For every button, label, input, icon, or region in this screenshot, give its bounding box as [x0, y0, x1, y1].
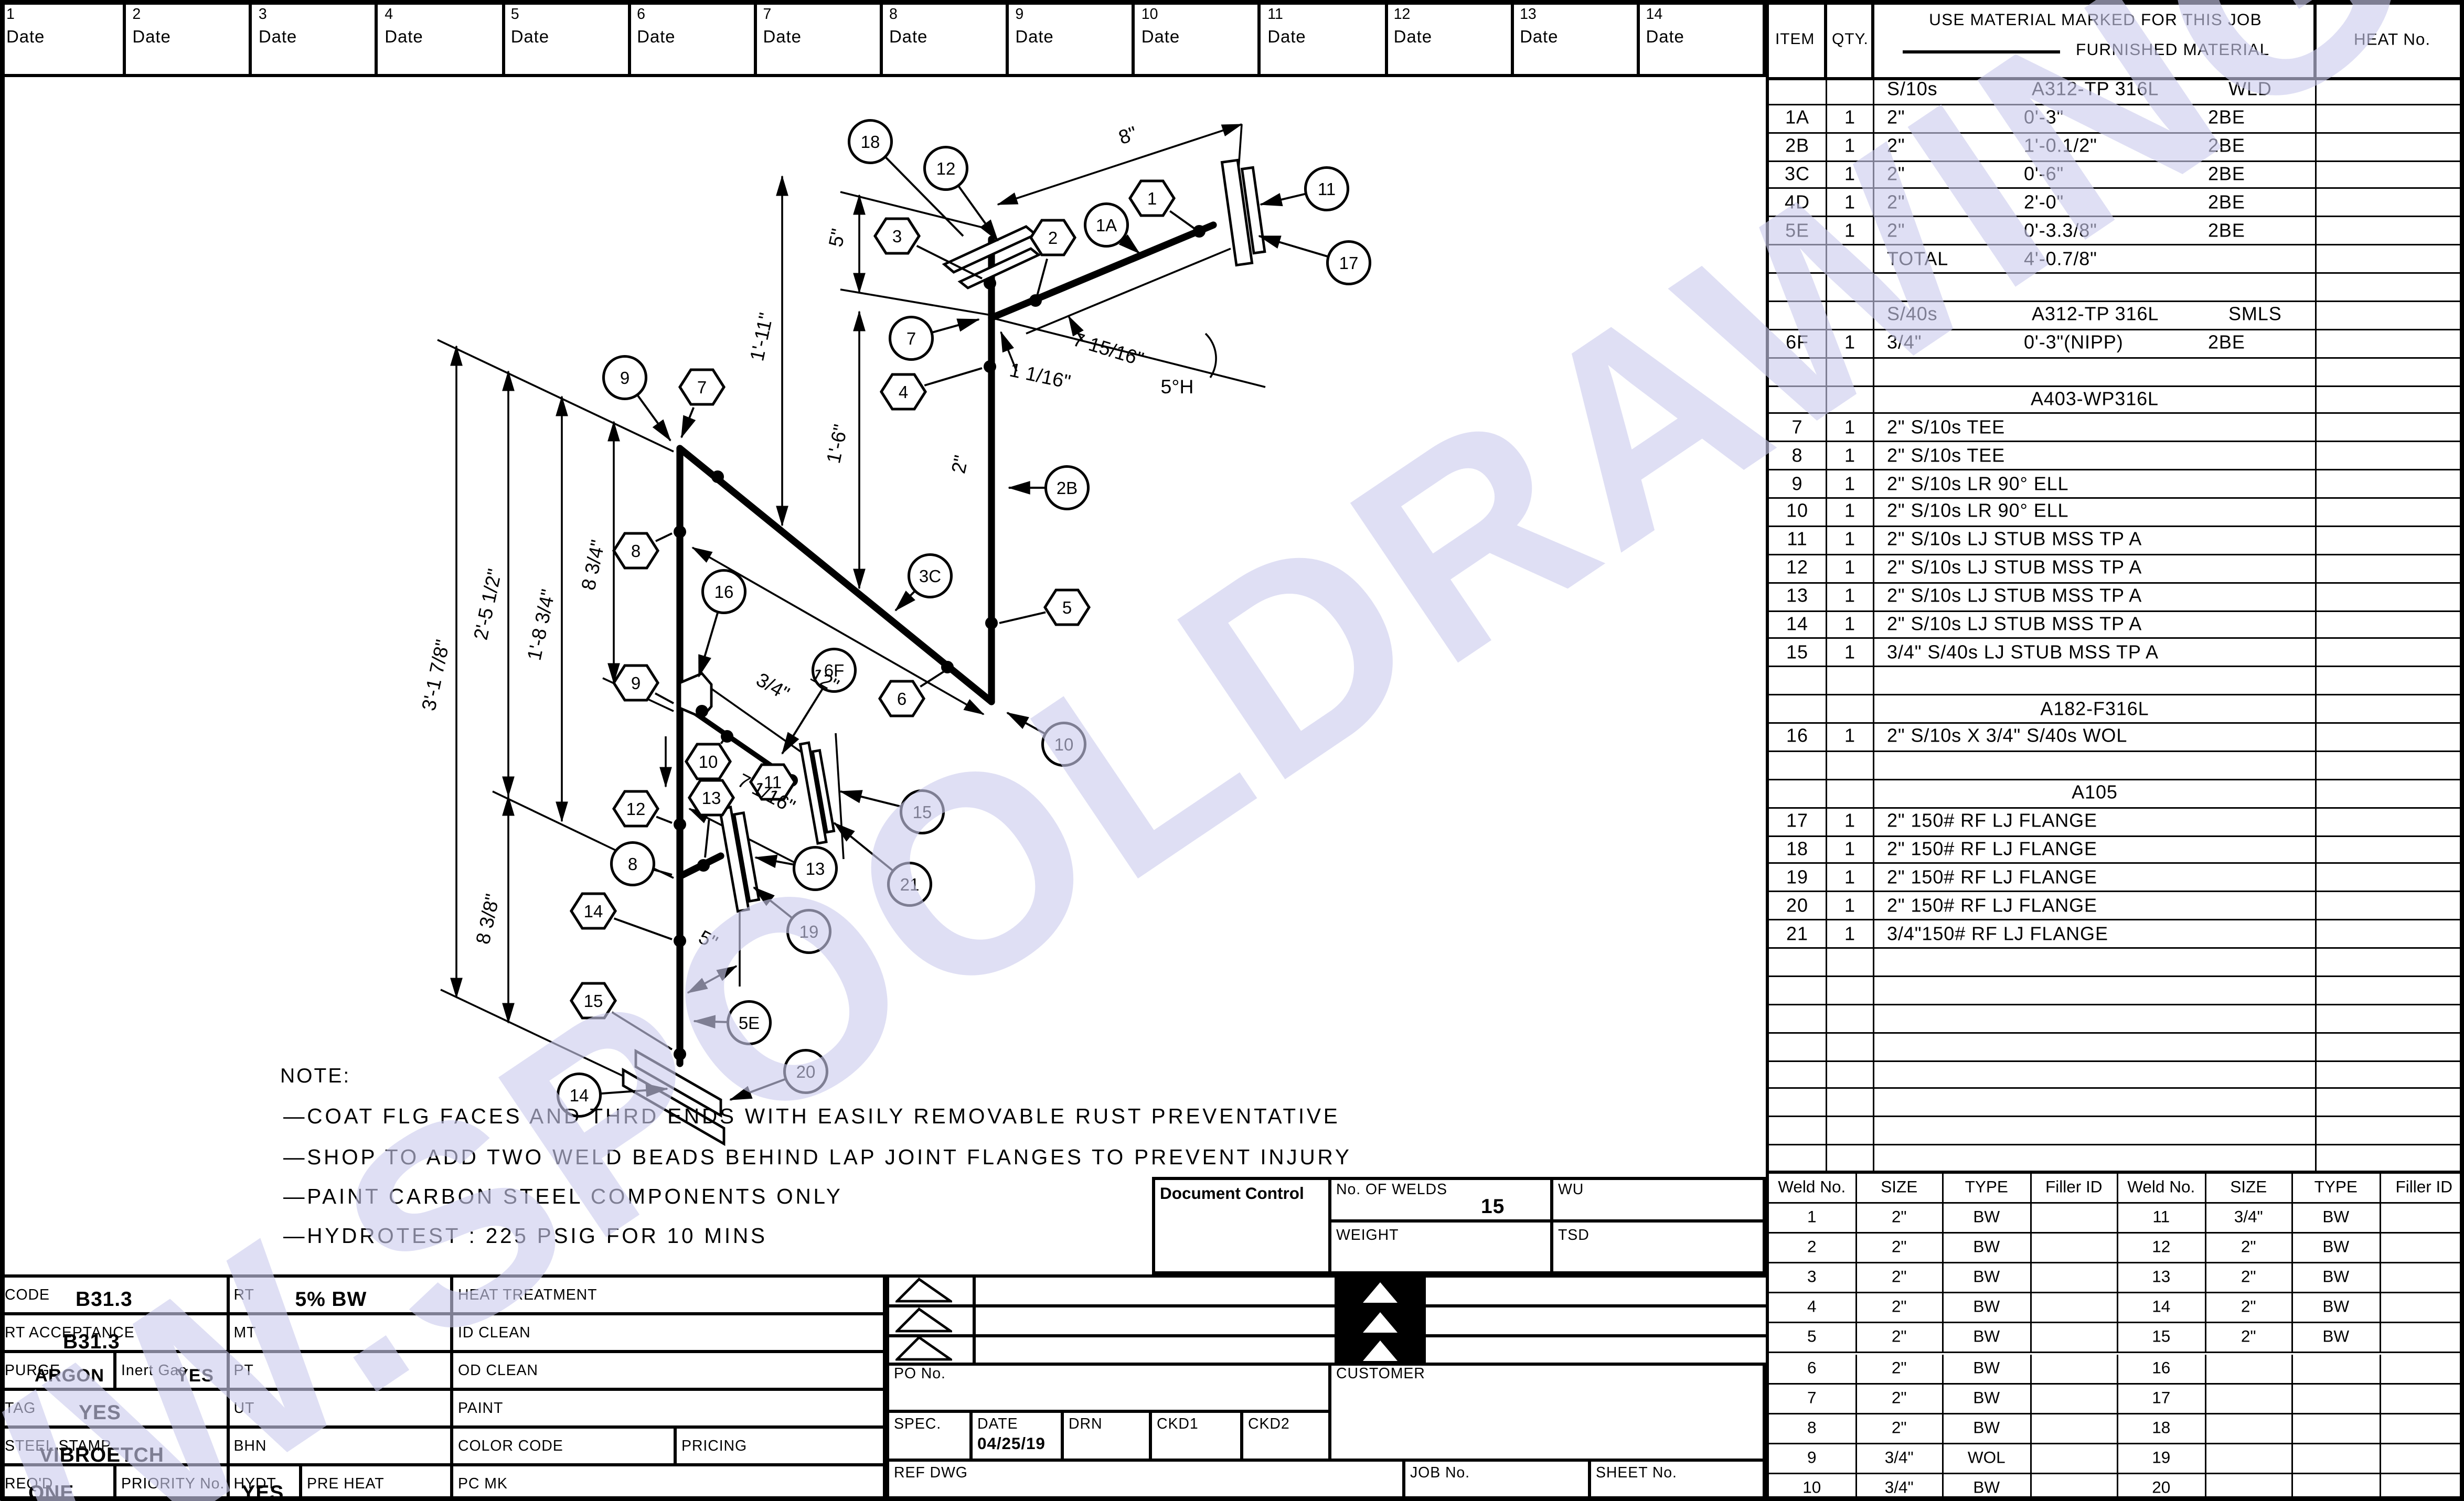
sheet-border: [0, 0, 2464, 1501]
